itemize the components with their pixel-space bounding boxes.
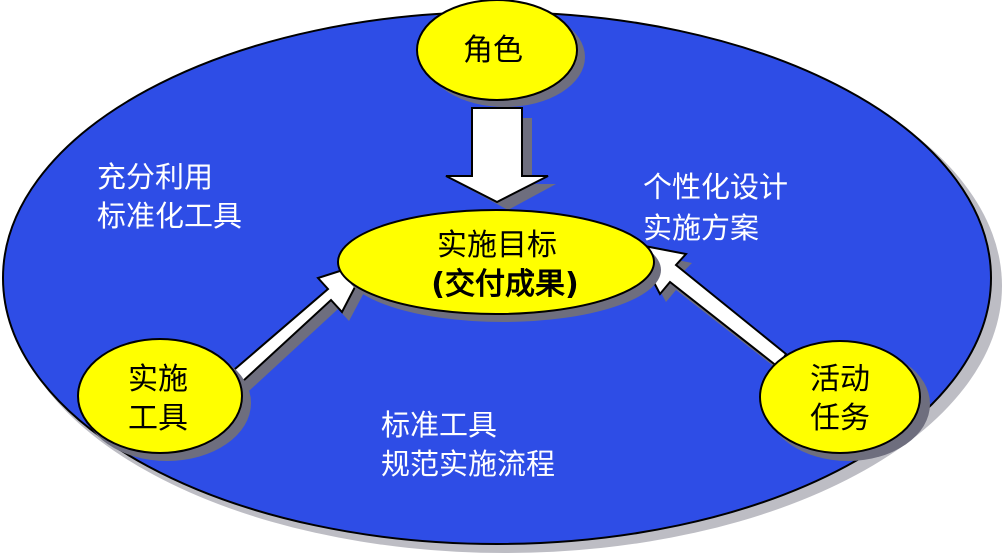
note-top-right: 个性化设计 实施方案 [643, 170, 788, 245]
goal-label-line1: 实施目标 [437, 228, 557, 263]
goal-label-line2: (交付成果) [431, 267, 578, 302]
role-label: 角色 [463, 33, 523, 68]
note-bottom-line1: 标准工具 [381, 408, 497, 442]
goal-node: 实施目标 (交付成果) [337, 209, 661, 322]
down-arrow [445, 107, 549, 204]
note-top-left-line2: 标准化工具 [97, 199, 242, 233]
arrow-role-to-goal [445, 107, 556, 210]
node-ellipse [77, 338, 243, 454]
tools-node: 实施 工具 [77, 338, 251, 461]
note-top-right-line1: 个性化设计 [643, 170, 788, 204]
tasks-label-line2: 任务 [810, 401, 870, 436]
note-top-left-line1: 充分利用 [97, 160, 213, 194]
node-ellipse [337, 209, 655, 315]
tools-label-line1: 实施 [128, 362, 188, 397]
note-bottom-line2: 规范实施流程 [381, 447, 555, 481]
role-node: 角色 [416, 0, 585, 107]
node-ellipse [759, 340, 921, 454]
note-top-left: 充分利用 标准化工具 [97, 160, 242, 233]
tools-label-line2: 工具 [128, 401, 188, 436]
note-top-right-line2: 实施方案 [643, 211, 759, 245]
note-bottom: 标准工具 规范实施流程 [381, 408, 555, 481]
tasks-node: 活动 任务 [759, 340, 930, 461]
node-ellipse [416, 0, 578, 101]
tasks-label-line1: 活动 [810, 362, 870, 397]
